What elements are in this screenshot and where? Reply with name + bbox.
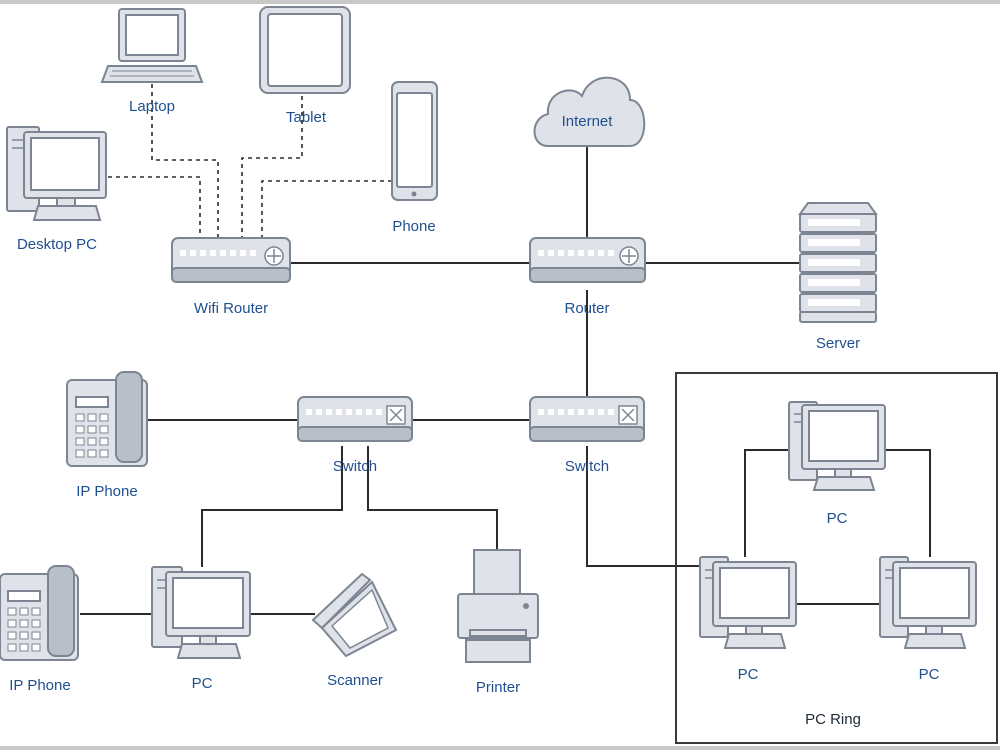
- printer-icon: [457, 549, 539, 663]
- tablet-label: Tablet: [286, 109, 327, 126]
- router-icon: [171, 237, 291, 283]
- router-node[interactable]: Router: [529, 237, 646, 317]
- phone-label: Phone: [392, 218, 435, 235]
- ip-phone-2-node[interactable]: IP Phone: [0, 565, 79, 694]
- laptop-node[interactable]: Laptop: [100, 8, 204, 115]
- switch-1-label: Switch: [333, 458, 377, 475]
- internet-label: Internet: [562, 113, 614, 130]
- wifi-router-label: Wifi Router: [194, 300, 268, 317]
- frame-bottom-edge: [0, 746, 1000, 750]
- ring-pc-right-label: PC: [919, 666, 940, 683]
- pc-ring-label: PC Ring: [805, 711, 861, 728]
- ring-pc-right-node[interactable]: PC: [879, 556, 977, 683]
- link-switch-printer: [367, 446, 498, 552]
- switch-2-label: Switch: [565, 458, 609, 475]
- ip-phone-1-node[interactable]: IP Phone: [66, 371, 148, 500]
- pc-icon: [699, 556, 797, 649]
- connections: [80, 84, 931, 615]
- desktop-pc-icon: [6, 126, 107, 221]
- laptop-icon: [100, 8, 204, 83]
- server-node[interactable]: Server: [798, 202, 878, 352]
- link-phone-wifi-router: [261, 180, 392, 240]
- switch-1-node[interactable]: Switch: [297, 396, 413, 475]
- laptop-label: Laptop: [129, 98, 175, 115]
- router-label: Router: [564, 300, 609, 317]
- pc-label: PC: [192, 675, 213, 692]
- scanner-node[interactable]: Scanner: [311, 572, 398, 689]
- pc-ring-group: PC Ring: [675, 372, 998, 744]
- link-ring-top-left: [744, 449, 790, 557]
- ip-phone-2-label: IP Phone: [9, 677, 70, 694]
- wifi-router-node[interactable]: Wifi Router: [171, 237, 291, 317]
- cloud-icon: [533, 76, 646, 147]
- ip-phone-1-label: IP Phone: [76, 483, 137, 500]
- internet-node[interactable]: Internet: [533, 76, 646, 147]
- link-ring-top-right: [884, 449, 931, 557]
- printer-node[interactable]: Printer: [457, 549, 539, 696]
- server-label: Server: [816, 335, 860, 352]
- server-icon: [798, 202, 878, 323]
- ring-pc-top-label: PC: [827, 510, 848, 527]
- link-switch-pc: [201, 446, 343, 567]
- printer-label: Printer: [476, 679, 520, 696]
- pc-icon: [151, 566, 251, 659]
- link-desktop-pc-wifi-router: [108, 176, 201, 240]
- pc-icon: [879, 556, 977, 649]
- switch-icon: [297, 396, 413, 442]
- scanner-icon: [311, 572, 398, 658]
- pc-icon: [788, 401, 886, 491]
- phone-icon: [391, 81, 438, 201]
- ring-pc-top-node[interactable]: PC: [788, 401, 886, 527]
- desktop-pc-node[interactable]: Desktop PC: [6, 126, 107, 253]
- link-switch-ring-pc: [586, 446, 700, 567]
- desktop-pc-label: Desktop PC: [17, 236, 97, 253]
- frame-top-edge: [0, 0, 1000, 4]
- router-icon: [529, 237, 646, 283]
- ip-phone-icon: [66, 371, 148, 467]
- scanner-label: Scanner: [327, 672, 383, 689]
- switch-icon: [529, 396, 645, 442]
- ip-phone-icon: [0, 565, 79, 661]
- pc-ring-boundary: [675, 372, 998, 744]
- link-tablet-wifi-router: [241, 96, 303, 240]
- ring-pc-left-node[interactable]: PC: [699, 556, 797, 683]
- phone-node[interactable]: Phone: [391, 81, 438, 235]
- pc-node[interactable]: PC: [151, 566, 251, 692]
- tablet-icon: [259, 6, 351, 94]
- tablet-node[interactable]: Tablet: [259, 6, 351, 126]
- switch-2-node[interactable]: Switch: [529, 396, 645, 475]
- ring-pc-left-label: PC: [738, 666, 759, 683]
